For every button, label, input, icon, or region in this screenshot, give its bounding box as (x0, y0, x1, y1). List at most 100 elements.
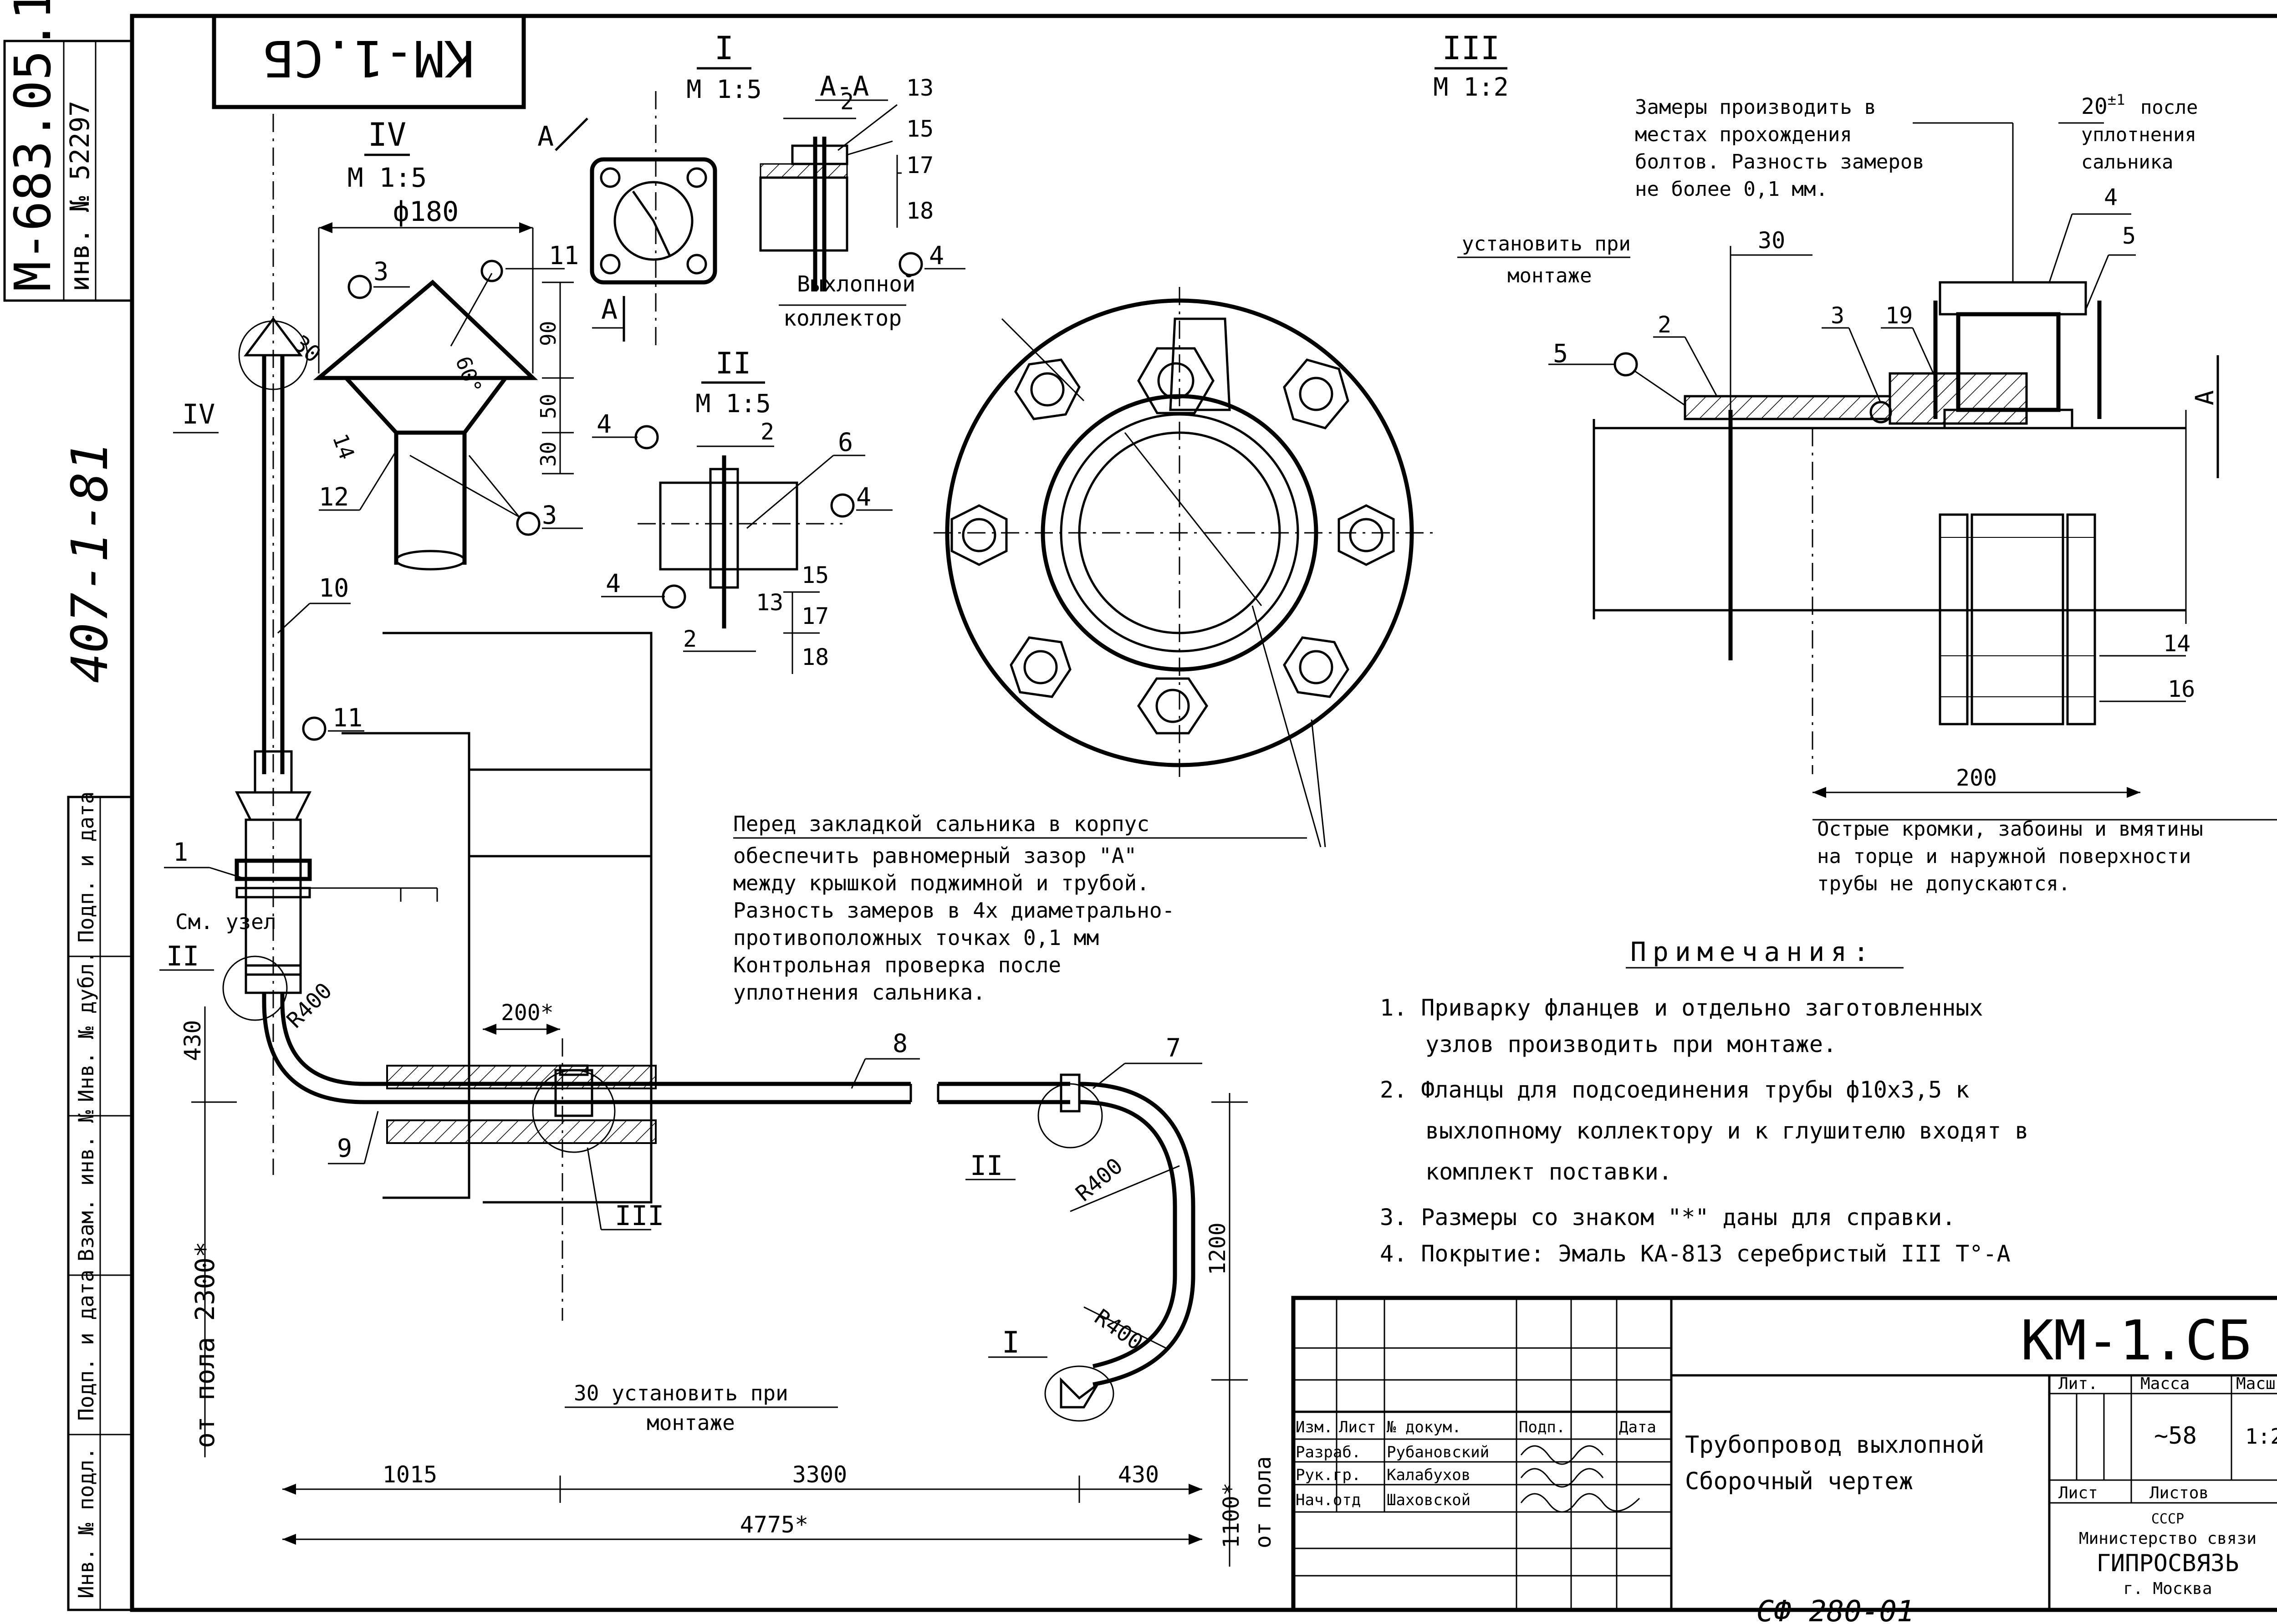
dim-1015: 1015 (383, 1461, 437, 1488)
field-label-4: Подп. и дата (74, 1270, 98, 1421)
view-i-scale: М 1:5 (686, 75, 762, 104)
tb-org-1: СССР (2151, 1511, 2184, 1527)
tb-sheet: Лист (2058, 1484, 2098, 1502)
field-label-3: Взам. инв. № (74, 1110, 98, 1261)
dim-d180: ф180 (393, 196, 459, 228)
callout-15-aa: 15 (906, 116, 934, 142)
dim-20-seal: 20±1 (2081, 91, 2125, 119)
tb-sheets: Листов (2149, 1484, 2209, 1502)
inventory-number: инв. № 52297 (64, 101, 95, 291)
callout-13-aa: 13 (906, 75, 934, 101)
tb-title-2: Сборочный чертеж (1685, 1468, 1913, 1495)
callout-10: 10 (319, 573, 349, 603)
dim-2-ii: 2 (761, 419, 774, 445)
see-node-label: См. узел (175, 909, 276, 934)
title-block: КМ-1.СБ Изм. Лист № докум. Подп. Дата Ра… (1291, 1296, 2277, 1612)
note-line-2: узлов производить при монтаже. (1425, 1031, 1837, 1057)
weld-4b: 4 (856, 482, 871, 511)
before-line-4: Разность замеров в 4х диаметрально- (733, 898, 1174, 923)
view-iv-label: IV (368, 116, 406, 153)
install-b-2: монтаже (647, 1410, 735, 1435)
tb-role-3: Нач.отд (1296, 1491, 1361, 1509)
tb-org-3: ГИПРОСВЯЗЬ (2096, 1550, 2239, 1577)
measure-line-3: болтов. Разность замеров (1635, 150, 1925, 174)
note-line-6: 3. Размеры со знаком "*" даны для справк… (1380, 1204, 1955, 1231)
tb-head-list: Лист (1339, 1418, 1376, 1436)
tb-role-1: Разраб. (1296, 1443, 1361, 1461)
top-stamp-code: КМ-1.СБ (263, 29, 475, 87)
view-iv-scale: М 1:5 (347, 162, 427, 193)
tb-mass-val: ~58 (2154, 1422, 2197, 1450)
callout-14: 14 (2163, 630, 2190, 657)
measure-line-4: не более 0,1 мм. (1635, 178, 1828, 201)
weld-5: 5 (1553, 339, 1568, 368)
seal-line-2: уплотнения (2081, 123, 2196, 146)
view-ii-flange: II М 1:5 2 2 6 4 4 4 13 15 17 18 (592, 347, 893, 674)
dim-90: 90 (536, 321, 561, 346)
weld-4a: 4 (929, 241, 944, 270)
album-code: М-683.05.18 (4, 0, 62, 291)
tb-lit: Лит. (2058, 1374, 2098, 1393)
notes-block: Примечания: 1. Приварку фланцев и отдель… (1380, 936, 2029, 1267)
view-iv-marker: IV (182, 398, 215, 430)
callout-13-ii: 13 (756, 589, 783, 616)
weld-4d: 4 (606, 569, 621, 598)
dim-1100-floor: от пола (1251, 1456, 1276, 1548)
note-line-3: 2. Фланцы для подсоединения трубы ф10х3,… (1380, 1077, 1969, 1103)
tb-scale: Масш. (2236, 1374, 2277, 1393)
tb-org-2: Министерство связи (2079, 1529, 2257, 1548)
edges-line-3: трубы не допускаются. (1817, 872, 2070, 895)
tb-scale-val: 1:2 (2245, 1424, 2277, 1449)
dim-2-aa: 2 (840, 88, 854, 115)
dim-430-vertical: 430 (179, 1020, 206, 1061)
node-i: I (1002, 1326, 1020, 1360)
dim-1100: 1100* (1219, 1483, 1244, 1549)
tb-title-1: Трубопровод выхлопной (1685, 1431, 1984, 1459)
tb-name-2: Калабухов (1387, 1466, 1470, 1484)
note-line-1: 1. Приварку фланцев и отдельно заготовле… (1380, 995, 1983, 1021)
view-iii-section: III М 1:2 А 200 14 16 (1433, 30, 2219, 798)
seal-line-3: сальника (2081, 151, 2173, 173)
view-ii-label: II (715, 347, 751, 381)
before-line-6: Контрольная проверка после (733, 953, 1061, 977)
before-line-3: между крышкой поджимной и трубой. (733, 871, 1149, 895)
arrow-a3-label: А (2190, 390, 2219, 405)
dim-4775: 4775* (740, 1512, 809, 1538)
view-iii-scale: М 1:2 (1433, 72, 1509, 102)
callout-18-ii: 18 (802, 644, 829, 670)
field-label-5: Инв. № подл. (74, 1447, 98, 1598)
measure-line-2: местах прохождения (1635, 123, 1852, 146)
before-gland-note: Перед закладкой сальника в корпус обеспе… (733, 812, 1307, 1005)
arrow-a-label: А (537, 121, 554, 153)
dim-2300: от пола 2300* (189, 1241, 220, 1448)
callout-12: 12 (319, 482, 349, 511)
collector-label-2: коллектор (783, 306, 902, 331)
callout-4-iii: 4 (2104, 184, 2118, 210)
install-label-2: монтаже (1507, 264, 1592, 287)
gland-flange-front (934, 287, 1435, 848)
weld-3a: 3 (373, 257, 388, 286)
callout-8: 8 (893, 1029, 908, 1058)
drawing-frame (67, 14, 2277, 1612)
callout-11: 11 (549, 241, 579, 270)
field-label-2: Инв. № дубл. (74, 951, 98, 1102)
weld-3b: 3 (542, 500, 557, 530)
install-b-1: 30 установить при (574, 1381, 788, 1405)
callout-6: 6 (838, 428, 853, 457)
edges-line-1: Острые кромки, забоины и вмятины (1817, 817, 2203, 841)
left-strip-labels: Подп. и дата Инв. № дубл. Взам. инв. № П… (74, 792, 98, 1598)
tb-head-izm: Изм. (1296, 1418, 1333, 1436)
notes-title: Примечания: (1630, 936, 1875, 967)
node-ii-right: II (970, 1150, 1003, 1182)
before-line-2: обеспечить равномерный зазор "А" (733, 843, 1137, 868)
before-line-7: уплотнения сальника. (733, 980, 985, 1005)
collector-label-1: Выхлопной (797, 271, 915, 297)
callout-17-ii: 17 (802, 603, 829, 629)
dim-200: 200 (1956, 765, 1997, 791)
r400-bend-9: R400 (282, 978, 337, 1033)
note-line-5: комплект поставки. (1425, 1159, 1672, 1185)
tb-role-2: Рук.гр. (1296, 1466, 1361, 1484)
top-stamp: КМ-1.СБ (212, 14, 526, 109)
tb-name-3: Шаховской (1387, 1491, 1470, 1509)
